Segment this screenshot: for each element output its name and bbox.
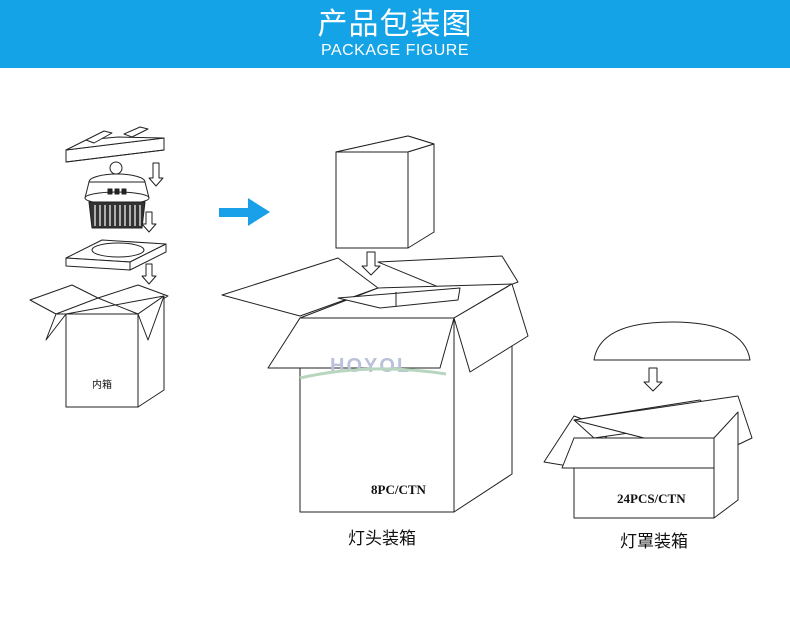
bottom-foam-insert <box>65 239 167 271</box>
page-title: 产品包装图 <box>317 7 473 42</box>
watermark-logo: HOYOL <box>330 355 411 377</box>
header-banner: 产品包装图 PACKAGE FIGURE <box>0 0 790 68</box>
page-subtitle: PACKAGE FIGURE <box>320 42 470 59</box>
down-arrow <box>643 367 663 392</box>
lampshade-caption: 灯罩装箱 <box>620 532 688 552</box>
arrow-right-icon <box>219 198 270 226</box>
down-arrow <box>141 263 157 285</box>
lampshade-qty-label: 24PCS/CTN <box>617 491 686 506</box>
down-arrow <box>141 211 157 233</box>
inner-box-small <box>335 135 435 249</box>
packaging-diagram: HOYOL <box>29 126 753 519</box>
lamp-head-caption: 灯头装箱 <box>348 529 416 549</box>
lampshade-icon <box>593 321 751 361</box>
top-foam-insert <box>65 126 165 163</box>
lamp-head-qty-label: 8PC/CTN <box>371 482 426 497</box>
down-arrow <box>361 251 381 276</box>
lamp-body <box>84 161 150 229</box>
inner-box <box>29 284 169 408</box>
watermark-swoosh <box>299 367 447 380</box>
inner-box-label: 内箱 <box>92 380 112 391</box>
lamp-head-carton <box>221 255 529 513</box>
down-arrow <box>148 162 164 187</box>
lampshade-carton <box>543 395 753 519</box>
